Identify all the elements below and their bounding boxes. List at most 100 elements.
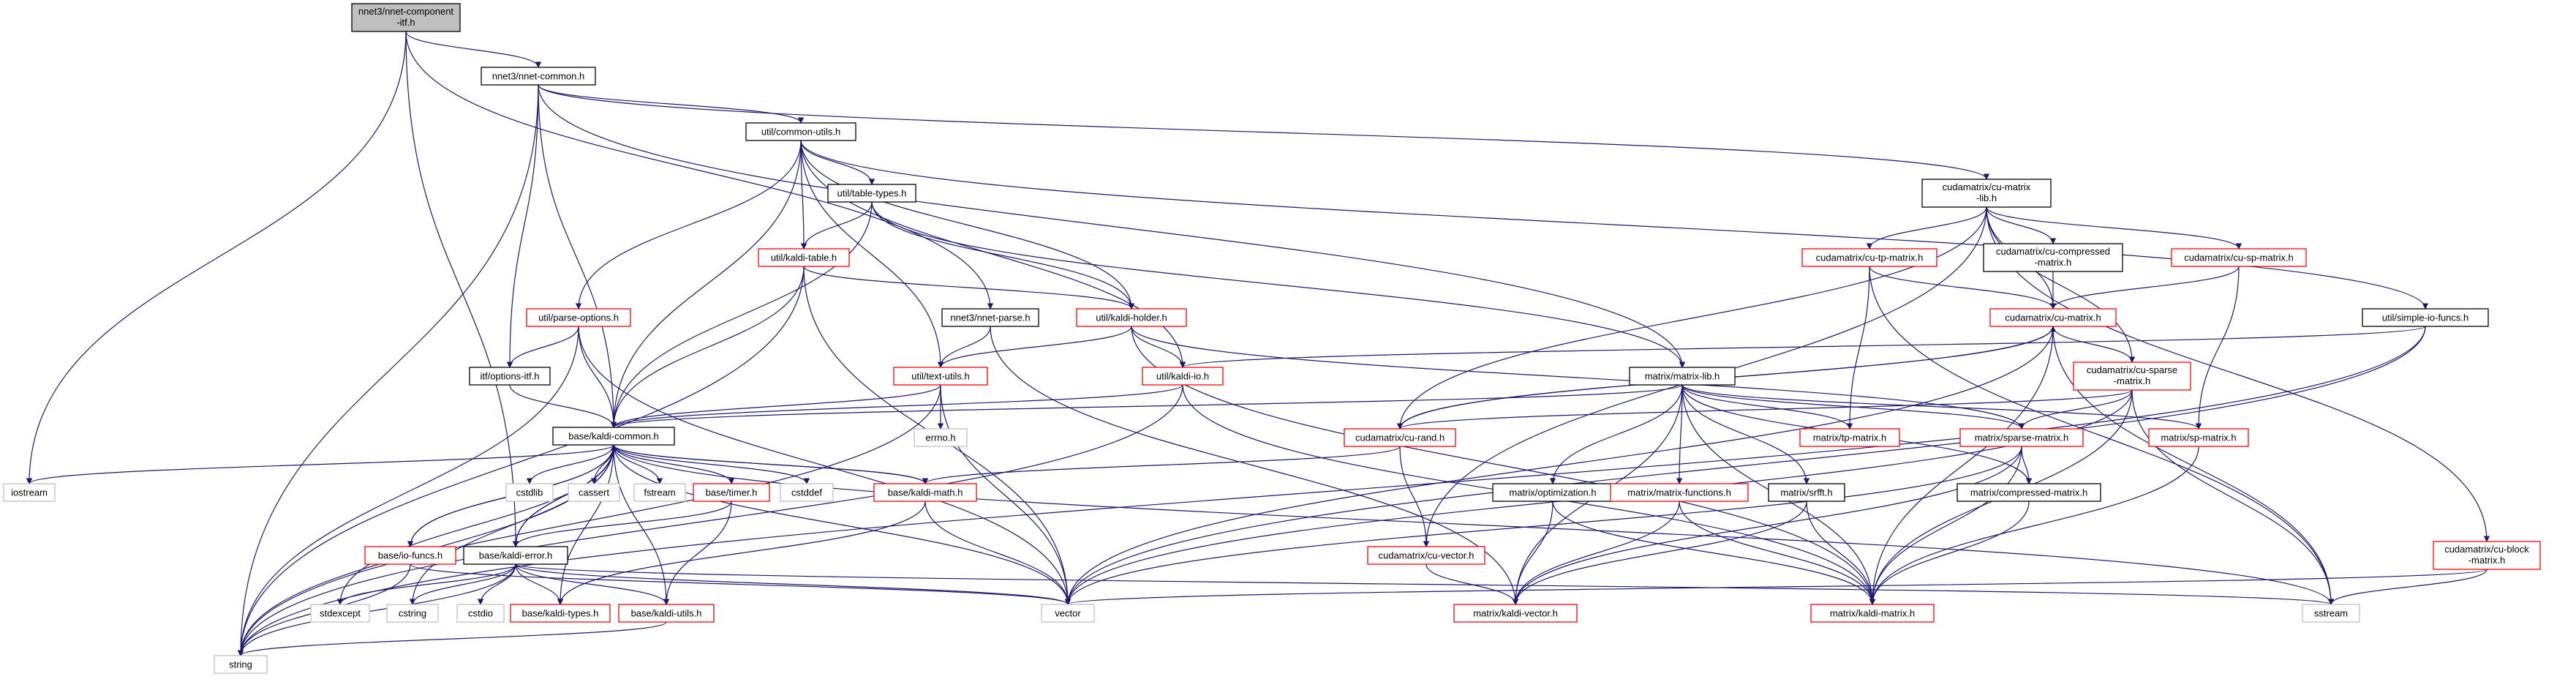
node-box: [1629, 367, 1736, 386]
node-box: [1076, 308, 1187, 327]
edge-matrixlib-to-srfft: [1681, 384, 1810, 484]
edge-kalditable-to-kaldicommon: [610, 266, 805, 428]
edge-cumatrixlib-to-cucompressed: [1986, 206, 2057, 244]
node-cumatrixlib[interactable]: cudamatrix/cu-matrix-lib.h: [1921, 179, 2052, 208]
node-box: [1801, 248, 1937, 267]
node-vector: vector: [1041, 604, 1095, 623]
node-curand[interactable]: cudamatrix/cu-rand.h: [1344, 428, 1456, 447]
node-box: [2433, 541, 2541, 570]
edge-simpleio-to-vector: [1064, 326, 2426, 605]
node-kaldiholder[interactable]: util/kaldi-holder.h: [1076, 308, 1187, 327]
node-iofuncs[interactable]: base/io-funcs.h: [364, 546, 456, 565]
node-label: iostream: [11, 487, 48, 498]
node-textutils[interactable]: util/text-utils.h: [893, 367, 988, 386]
node-matrixlib[interactable]: matrix/matrix-lib.h: [1629, 367, 1736, 386]
edge-kaldiholder-to-kaldiio: [1131, 326, 1186, 368]
node-kaldimath[interactable]: base/kaldi-math.h: [873, 483, 977, 502]
node-timer[interactable]: base/timer.h: [693, 483, 770, 502]
edge-cumatrix-to-cusparse: [2052, 326, 2136, 363]
node-box: [1799, 428, 1900, 447]
node-box: [1959, 428, 2084, 447]
node-label: util/kaldi-holder.h: [1096, 312, 1167, 323]
node-label: matrix/sparse-matrix.h: [1975, 432, 2069, 443]
node-box: [1810, 604, 1935, 623]
node-simpleio[interactable]: util/simple-io-funcs.h: [2362, 308, 2489, 327]
node-srfft[interactable]: matrix/srfft.h: [1768, 483, 1845, 502]
node-box: [568, 483, 620, 502]
node-box: [2148, 428, 2249, 447]
node-commonutils[interactable]: util/common-utils.h: [745, 122, 856, 141]
node-kalditable[interactable]: util/kaldi-table.h: [758, 248, 850, 267]
node-label: util/table-types.h: [837, 187, 907, 198]
node-box: [873, 483, 977, 502]
edge-sparsematrix-to-kaldimatrix: [1869, 446, 2022, 605]
node-compressedmatrix[interactable]: matrix/compressed-matrix.h: [1957, 483, 2101, 502]
node-tabletypes[interactable]: util/table-types.h: [827, 184, 916, 203]
edge-curand-to-kaldimath: [922, 446, 1401, 484]
node-optimization[interactable]: matrix/optimization.h: [1492, 483, 1613, 502]
edge-kaldierror-to-vector: [515, 563, 1071, 605]
node-label: cudamatrix/cu-matrix-lib.h: [1943, 181, 2031, 203]
node-spmatrix[interactable]: matrix/sp-matrix.h: [2148, 428, 2249, 447]
edge-simpleio-to-string: [237, 326, 2426, 656]
node-box: [1957, 483, 2101, 502]
node-cuvector[interactable]: cudamatrix/cu-vector.h: [1367, 546, 1485, 565]
node-box: [941, 308, 1039, 327]
node-matrixfunctions[interactable]: matrix/matrix-functions.h: [1610, 483, 1749, 502]
edge-kaldicommon-to-sstream: [613, 444, 2335, 605]
node-kaldiutils[interactable]: base/kaldi-utils.h: [618, 604, 715, 623]
node-cuspmatrix[interactable]: cudamatrix/cu-sp-matrix.h: [2171, 248, 2307, 267]
node-root[interactable]: nnet3/nnet-component-itf.h: [351, 3, 461, 32]
node-fstream: fstream: [633, 483, 686, 502]
node-label: cudamatrix/cu-vector.h: [1379, 550, 1475, 561]
node-kalditypes[interactable]: base/kaldi-types.h: [510, 604, 611, 623]
node-cusparse[interactable]: cudamatrix/cu-sparse-matrix.h: [2073, 361, 2191, 391]
node-cucompressed[interactable]: cudamatrix/cu-compressed-matrix.h: [1983, 243, 2123, 272]
edge-optionsitf-to-kaldicommon: [509, 384, 617, 428]
edge-kaldimath-to-kalditypes: [557, 501, 926, 605]
edge-cutpmatrix-to-sstream: [1869, 266, 2335, 605]
node-label: cstring: [399, 607, 426, 618]
node-kaldimatrix[interactable]: matrix/kaldi-matrix.h: [1810, 604, 1935, 623]
node-kaldicommon[interactable]: base/kaldi-common.h: [552, 427, 675, 446]
node-box: [364, 546, 456, 565]
node-kaldiio[interactable]: util/kaldi-io.h: [1142, 367, 1224, 386]
edge-matrixlib-to-matrixfunctions: [1676, 384, 1683, 484]
node-optionsitf[interactable]: itf/options-itf.h: [469, 367, 551, 386]
edge-commonutils-to-textutils: [800, 140, 944, 368]
edge-kaldierror-to-kaldiutils: [515, 563, 670, 605]
node-tpmatrix[interactable]: matrix/tp-matrix.h: [1799, 428, 1900, 447]
node-box: [1921, 179, 2052, 208]
edge-sparsematrix-to-vector: [1064, 446, 2022, 605]
edge-cusparse-to-sparsematrix: [2018, 389, 2133, 430]
node-box: [463, 546, 568, 565]
node-nnetparse[interactable]: nnet3/nnet-parse.h: [941, 308, 1039, 327]
edge-kaldierror-to-sstream: [515, 563, 2334, 605]
node-box: [2073, 361, 2191, 391]
node-nnetcommon[interactable]: nnet3/nnet-common.h: [481, 67, 596, 86]
edge-kaldiio-to-string: [237, 384, 1183, 656]
edge-matrixlib-to-sparsematrix: [1681, 384, 2025, 430]
node-box: [914, 428, 968, 447]
node-box: [618, 604, 715, 623]
edge-kaldierror-to-string: [237, 563, 516, 656]
node-box: [827, 184, 916, 203]
node-label: cudamatrix/cu-sparse-matrix.h: [2087, 364, 2177, 386]
edge-kaldiio-to-kaldicommon: [611, 384, 1183, 428]
node-sparsematrix[interactable]: matrix/sparse-matrix.h: [1959, 428, 2084, 447]
node-string: string: [214, 655, 268, 674]
node-cumatrix[interactable]: cudamatrix/cu-matrix.h: [1989, 308, 2117, 327]
edge-nnetcommon-to-optionsitf: [506, 84, 539, 368]
node-label: stdexcept: [320, 607, 361, 618]
node-cublock[interactable]: cudamatrix/cu-block-matrix.h: [2433, 541, 2541, 570]
edge-textutils-to-kaldicommon: [610, 384, 941, 428]
node-cstddef: cstddef: [780, 483, 834, 502]
edge-parseoptions-to-kaldicommon: [578, 326, 617, 428]
edge-kaldierror-to-kaldicommon: [515, 444, 617, 547]
node-cutpmatrix[interactable]: cudamatrix/cu-tp-matrix.h: [1801, 248, 1937, 267]
node-parseoptions[interactable]: util/parse-options.h: [526, 308, 631, 327]
edge-textutils-to-string: [237, 384, 941, 656]
node-box: [693, 483, 770, 502]
node-kaldierror[interactable]: base/kaldi-error.h: [463, 546, 568, 565]
node-kaldivector[interactable]: matrix/kaldi-vector.h: [1453, 604, 1578, 623]
